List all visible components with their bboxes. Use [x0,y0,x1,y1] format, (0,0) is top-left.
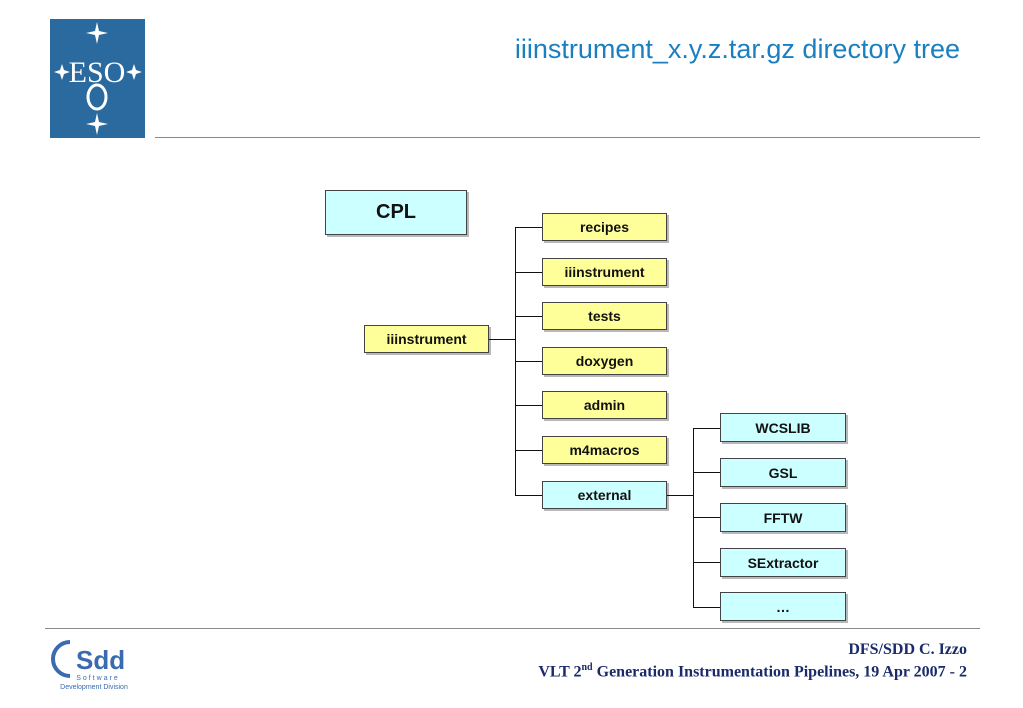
connector-admin [515,405,542,406]
connector-wcslib [693,428,720,429]
connector-sextractor [693,562,720,563]
child-node-m4macros: m4macros [542,436,667,464]
sdd-logo: Sdd Software Development Division [48,636,140,692]
connector-external-out [667,495,693,496]
cpl-box: CPL [325,190,467,235]
connector-iiinstrument [515,272,542,273]
eso-logo: ESO [50,19,145,138]
lib-node-fftw: FFTW [720,503,846,532]
footer-event-sup: nd [581,662,593,673]
child-node-tests: tests [542,302,667,330]
lib-node-sextractor: SExtractor [720,548,846,577]
child-node-iiinstrument: iiinstrument [542,258,667,286]
connector-ellipsis [693,607,720,608]
root-node-iiinstrument: iiinstrument [364,325,489,353]
lib-node-ellipsis: … [720,592,846,621]
sdd-logo-graphic: Sdd Software Development Division [51,640,128,691]
sdd-logo-software: Software [76,675,120,682]
child-node-external: external [542,481,667,509]
lib-node-wcslib: WCSLIB [720,413,846,442]
sdd-logo-text: Sdd [76,645,125,675]
sdd-logo-division: Development Division [60,684,128,691]
footer-event: VLT 2nd Generation Instrumentation Pipel… [538,662,967,681]
connector-root [489,339,515,340]
child-node-doxygen: doxygen [542,347,667,375]
lib-node-gsl: GSL [720,458,846,487]
footer-event-prefix: VLT 2 [538,663,582,681]
child-node-admin: admin [542,391,667,419]
footer-divider [45,628,980,629]
connector-external [515,495,542,496]
connector-fftw [693,517,720,518]
header-divider [155,137,980,138]
child-node-recipes: recipes [542,213,667,241]
connector-tests [515,316,542,317]
footer-event-suffix: Generation Instrumentation Pipelines, 19… [592,663,967,681]
connector-gsl [693,472,720,473]
page-title: iiinstrument_x.y.z.tar.gz directory tree [514,34,960,64]
connector-m4macros [515,450,542,451]
connector-doxygen [515,361,542,362]
connector-recipes [515,227,542,228]
footer-author: DFS/SDD C. Izzo [848,641,967,658]
eso-logo-graphic: ESO [54,22,142,135]
